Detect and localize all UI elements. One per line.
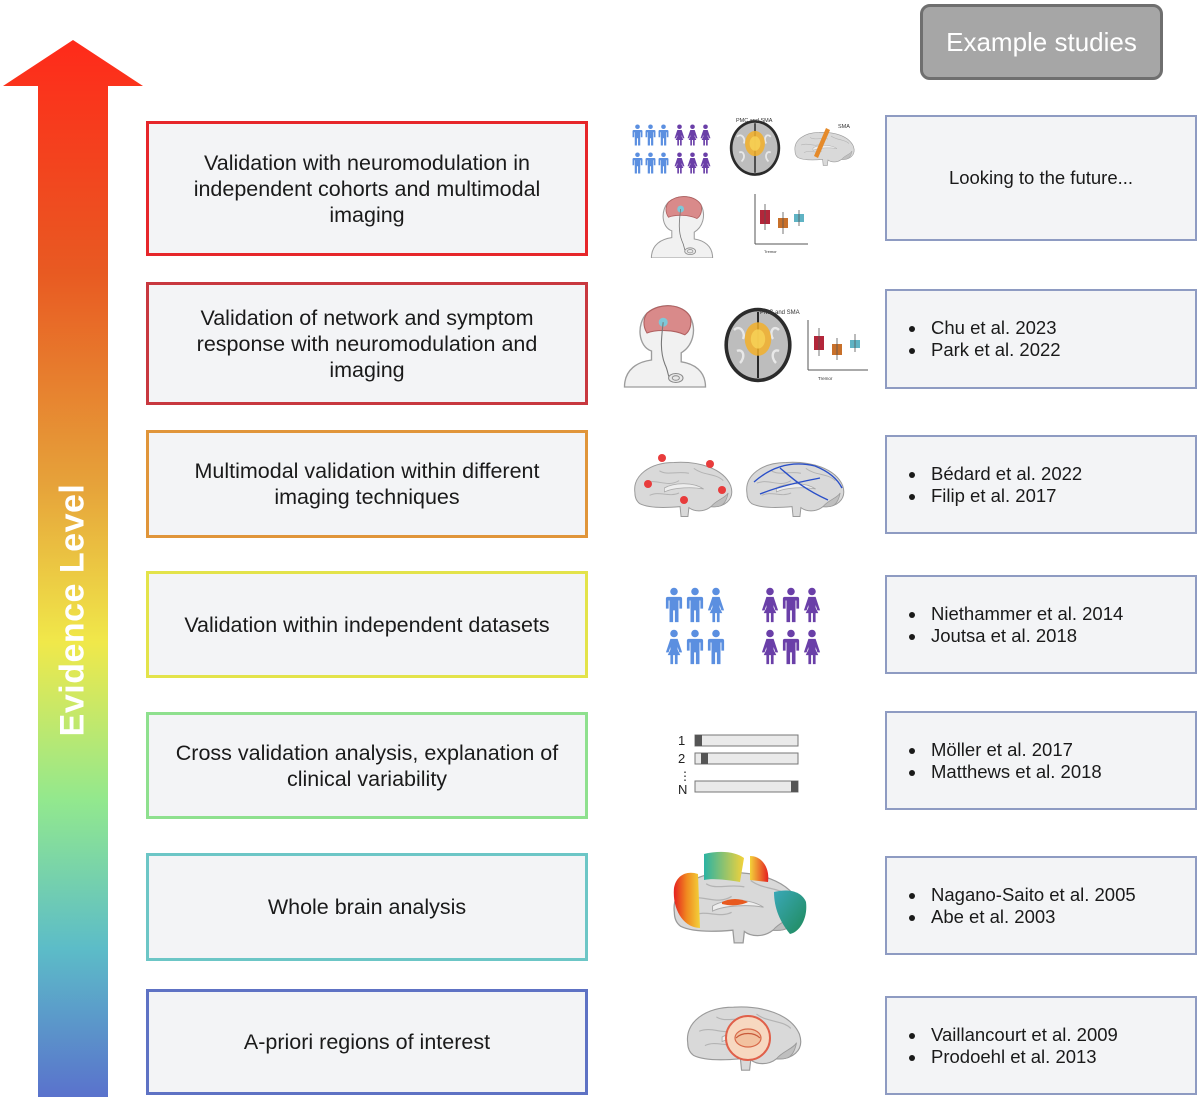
fold-label: 2 [678, 751, 685, 766]
brain-icon [728, 119, 782, 177]
person-icon-group-female [674, 124, 711, 174]
header-label: Example studies [946, 26, 1137, 57]
boxplot-icon [807, 320, 868, 371]
study-text: Looking to the future... [948, 167, 1134, 188]
fold-label: ⋮ [679, 769, 691, 783]
study-list: Chu et al. 2023 Park et al. 2022 [909, 317, 1061, 361]
study-list: Niethammer et al. 2014 Joutsa et al. 201… [909, 603, 1123, 647]
study-item: Prodoehl et al. 2013 [927, 1046, 1118, 1068]
fold-label: N [678, 782, 687, 797]
level-label: Multimodal validation within different i… [194, 459, 540, 509]
illustration-cross-validation: 1 2 ⋮ N [678, 733, 799, 797]
boxplot-tick: Tremor [818, 376, 833, 381]
study-item: Bédard et al. 2022 [927, 463, 1082, 485]
study-item: Möller et al. 2017 [927, 739, 1102, 761]
example-studies-header: Example studies [920, 4, 1163, 80]
boxplot-icon [754, 194, 808, 245]
illustration-multimodal [633, 454, 845, 518]
brain-icon [794, 128, 855, 166]
level-multimodal-validation: Multimodal validation within different i… [146, 430, 588, 538]
sma-label: SMA [838, 124, 850, 130]
person-icon-group-male [632, 124, 669, 174]
pmc-label: PMC and SMA [760, 310, 800, 316]
study-box-roi: Vaillancourt et al. 2009 Prodoehl et al.… [885, 996, 1197, 1095]
fold-test-segment [791, 781, 798, 792]
brain-icon [723, 306, 793, 384]
study-item: Nagano-Saito et al. 2005 [927, 884, 1136, 906]
study-item: Matthews et al. 2018 [927, 761, 1102, 783]
illustration-neuromodulation-cohorts: PMC and SMA SMA Tremor [632, 118, 855, 258]
study-box-multimodal: Bédard et al. 2022 Filip et al. 2017 [885, 435, 1197, 534]
study-item: Niethammer et al. 2014 [927, 603, 1123, 625]
level-label: Validation of network and symptom respon… [196, 305, 538, 382]
level-label: A-priori regions of interest [243, 1030, 491, 1054]
arrow-graphic [3, 40, 143, 1097]
boxplot-tick: Tremor [764, 249, 777, 254]
pmc-label: PMC and SMA [736, 118, 773, 124]
study-box-network: Chu et al. 2023 Park et al. 2022 [885, 289, 1197, 389]
level-label: Cross validation analysis, explanation o… [175, 740, 559, 791]
study-box-future: Looking to the future... [885, 115, 1197, 241]
fold-bar [694, 752, 799, 765]
level-label: Validation with neuromodulation in indep… [193, 150, 541, 227]
person-icon-group-female [761, 587, 821, 665]
brain-icon [673, 851, 807, 944]
person-icon-group-male [665, 587, 725, 665]
dbs-patient-icon [623, 305, 707, 388]
study-item: Vaillancourt et al. 2009 [927, 1024, 1118, 1046]
study-list: Möller et al. 2017 Matthews et al. 2018 [909, 739, 1102, 783]
illustration-apriori-roi [686, 1006, 802, 1072]
study-item: Park et al. 2022 [927, 339, 1061, 361]
study-box-datasets: Niethammer et al. 2014 Joutsa et al. 201… [885, 575, 1197, 674]
level-label: Validation within independent datasets [184, 612, 550, 637]
study-box-crossval: Möller et al. 2017 Matthews et al. 2018 [885, 711, 1197, 810]
level-independent-datasets: Validation within independent datasets [146, 571, 588, 678]
level-network-symptom: Validation of network and symptom respon… [146, 282, 588, 405]
study-item: Abe et al. 2003 [927, 906, 1136, 928]
illustration-network-symptom: PMC and SMA Tremor [623, 305, 868, 388]
dbs-patient-icon [650, 196, 714, 258]
study-list: Nagano-Saito et al. 2005 Abe et al. 2003 [909, 884, 1136, 928]
level-cross-validation: Cross validation analysis, explanation o… [146, 712, 588, 819]
brain-icon [745, 461, 845, 518]
fold-bar [694, 780, 799, 793]
fold-bar [694, 734, 799, 747]
illustration-whole-brain [673, 851, 807, 944]
illustration-datasets [665, 587, 821, 665]
study-item: Filip et al. 2017 [927, 485, 1082, 507]
study-list: Vaillancourt et al. 2009 Prodoehl et al.… [909, 1024, 1118, 1068]
fold-test-segment [695, 735, 702, 746]
study-item: Joutsa et al. 2018 [927, 625, 1123, 647]
level-label: Whole brain analysis [267, 895, 467, 919]
study-box-wholebrain: Nagano-Saito et al. 2005 Abe et al. 2003 [885, 856, 1197, 955]
study-list: Bédard et al. 2022 Filip et al. 2017 [909, 463, 1082, 507]
level-whole-brain: Whole brain analysis [146, 853, 588, 961]
fold-label: 1 [678, 733, 685, 748]
fold-test-segment [701, 753, 708, 764]
level-neuromodulation-multimodal: Validation with neuromodulation in indep… [146, 121, 588, 256]
study-item: Chu et al. 2023 [927, 317, 1061, 339]
brain-icon [633, 454, 733, 518]
level-apriori-roi: A-priori regions of interest [146, 989, 588, 1095]
brain-icon [686, 1006, 802, 1072]
evidence-level-arrow: Evidence Level [0, 0, 150, 1099]
evidence-level-label: Evidence Level [53, 483, 92, 737]
